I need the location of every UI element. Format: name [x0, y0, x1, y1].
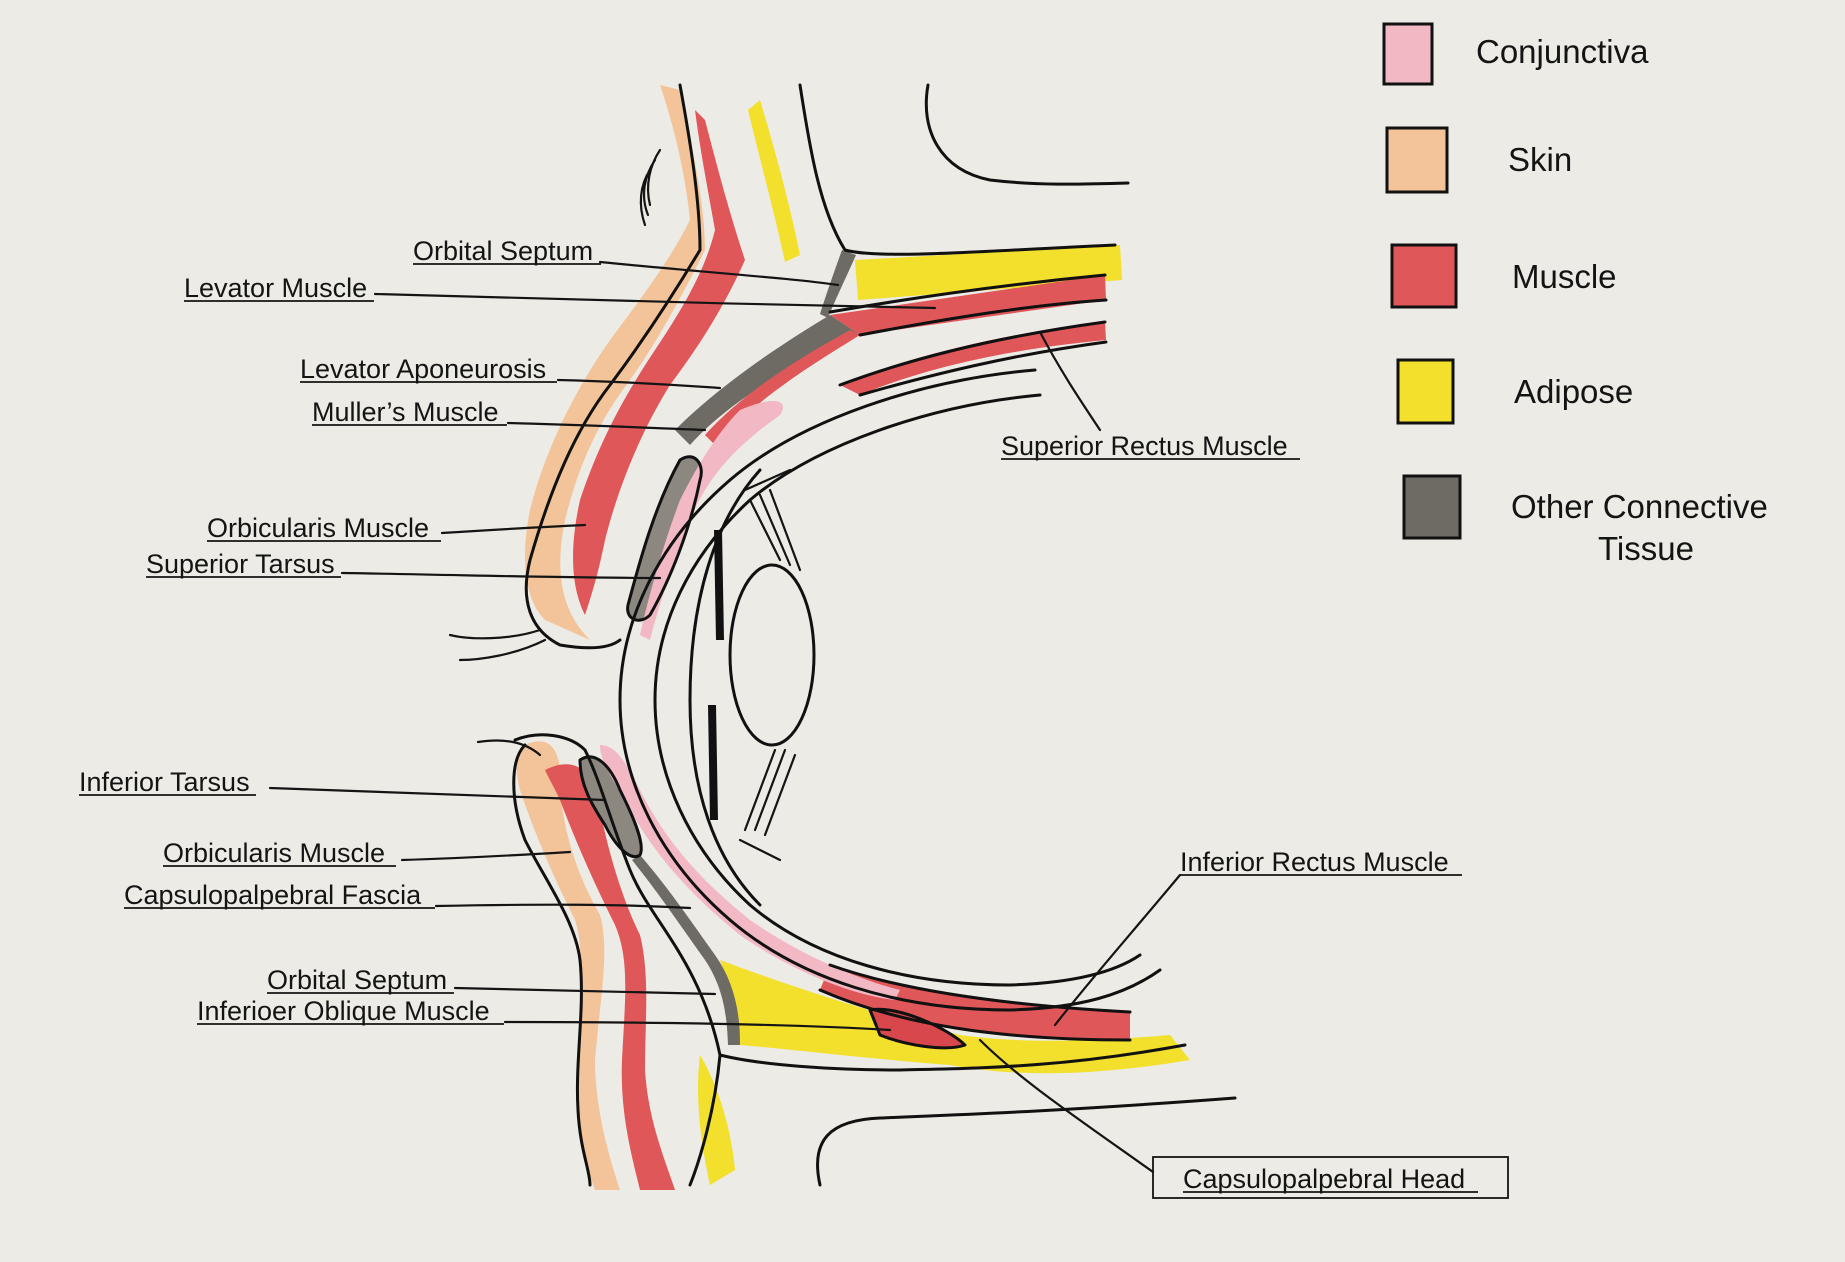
leader-superior-tarsus: [340, 571, 662, 580]
label-inferior-tarsus: Inferior Tarsus: [79, 767, 250, 797]
inferior-oblique-fill: [870, 1009, 965, 1048]
anatomy-labels: Orbital Septum Levator Muscle Levator Ap…: [79, 236, 1509, 1199]
inferior-rectus-fill: [820, 965, 1130, 1040]
legend-swatch-conjunctiva: [1382, 22, 1434, 86]
label-inferior-rectus: Inferior Rectus Muscle: [1180, 847, 1449, 877]
upper-lid-contour: [524, 83, 702, 650]
legend-item-connective: Other Connective Tissue: [1402, 474, 1768, 567]
cornea: [688, 468, 762, 907]
legend-item-skin: Skin: [1385, 126, 1572, 194]
upper-eyelashes: [639, 148, 662, 227]
label-capsulopalpebral-fascia: Capsulopalpebral Fascia: [124, 880, 422, 910]
upper-conjunctiva-fill: [640, 400, 784, 640]
upper-tarsus-outline: [626, 455, 703, 622]
label-levator-muscle: Levator Muscle: [184, 273, 367, 303]
lower-skin: [516, 741, 620, 1190]
label-levator-aponeurosis: Levator Aponeurosis: [300, 354, 546, 384]
inferior-tarsus-outline: [578, 755, 643, 859]
legend-label-connective-line2: Tissue: [1598, 530, 1694, 567]
label-mullers-muscle: Muller’s Muscle: [312, 397, 499, 427]
upper-lid-tissues: [525, 85, 1122, 640]
iris-upper: [714, 530, 724, 640]
upper-orbicularis-fill: [573, 110, 745, 615]
capsulopalpebral-fascia-fill: [632, 855, 740, 1045]
anatomy-outlines: [448, 83, 1237, 1187]
lower-orbital-adipose: [720, 960, 1190, 1074]
superior-rectus-outline: [838, 320, 1108, 397]
leader-orbicularis-upper: [440, 523, 587, 535]
leader-mullers-muscle: [506, 421, 707, 432]
label-orbital-septum-upper: Orbital Septum: [413, 236, 593, 266]
label-orbicularis-upper: Orbicularis Muscle: [207, 513, 429, 543]
legend-item-muscle: Muscle: [1390, 243, 1617, 309]
label-orbicularis-lower: Orbicularis Muscle: [163, 838, 385, 868]
legend-swatch-adipose: [1396, 358, 1455, 425]
leader-levator-muscle: [373, 292, 937, 310]
legend-label-skin: Skin: [1508, 141, 1572, 178]
orbit-rim-upper: [924, 83, 1130, 186]
leader-inferior-tarsus: [268, 786, 607, 802]
leader-orbicularis-lower: [400, 850, 572, 862]
legend: Conjunctiva Skin Muscle Adipose Other Co…: [1382, 22, 1768, 567]
inferior-rectus-outline: [818, 963, 1132, 1042]
label-orbital-septum-lower: Orbital Septum: [267, 965, 447, 995]
inferior-oblique-outline: [868, 1007, 967, 1050]
leader-orbital-septum-lower: [453, 986, 717, 996]
legend-swatch-connective: [1402, 474, 1462, 540]
capsulopalpebral-head-box: [1152, 1156, 1509, 1199]
leader-levator-aponeurosis: [556, 378, 722, 390]
upper-adipose-brow: [748, 100, 800, 262]
label-superior-tarsus: Superior Tarsus: [146, 549, 335, 579]
lower-lid-contour: [513, 733, 722, 1187]
inferior-tarsus-fill: [580, 756, 642, 857]
lower-lid-margin-lines: [476, 739, 542, 757]
legend-label-conjunctiva: Conjunctiva: [1476, 33, 1649, 70]
leader-superior-rectus: [1038, 330, 1102, 432]
legend-label-adipose: Adipose: [1514, 373, 1633, 410]
legend-swatch-skin: [1385, 126, 1449, 194]
lower-adipose-cheek: [698, 1055, 735, 1185]
legend-item-adipose: Adipose: [1396, 358, 1633, 425]
brow-contour: [798, 83, 1117, 256]
leader-capsulopalpebral-fascia: [434, 903, 692, 910]
levator-muscle-fill: [830, 275, 1106, 335]
upper-skin: [525, 85, 705, 640]
upper-orbital-adipose: [855, 245, 1122, 300]
ciliary-body-upper: [743, 468, 802, 572]
legend-label-connective-line1: Other Connective: [1511, 488, 1768, 525]
label-superior-rectus: Superior Rectus Muscle: [1001, 431, 1288, 461]
superior-rectus-fill: [840, 322, 1106, 395]
eye-globe: [618, 368, 1162, 1012]
legend-label-muscle: Muscle: [1512, 258, 1617, 295]
ciliary-body-lower: [738, 748, 797, 862]
lower-lid-outer: [512, 743, 592, 1187]
label-inferior-oblique: Inferioer Oblique Muscle: [197, 996, 490, 1026]
sclera-inner: [653, 393, 1142, 987]
sclera-outer: [618, 368, 1162, 1012]
legend-swatch-muscle: [1390, 243, 1458, 309]
upper-lid-margin-lines: [448, 628, 547, 662]
lens: [728, 563, 816, 747]
orbit-rim-lower: [718, 1043, 1187, 1072]
leader-inferior-rectus: [1053, 873, 1182, 1027]
leader-orbital-septum-upper: [598, 260, 840, 287]
lower-lid-tissues: [516, 741, 1190, 1190]
leader-lines: [268, 260, 1182, 1174]
iris-lower: [708, 705, 718, 820]
levator-aponeurosis-fill: [675, 315, 860, 445]
legend-item-conjunctiva: Conjunctiva: [1382, 22, 1649, 86]
leader-inferior-oblique: [503, 1020, 892, 1032]
label-capsulopalpebral-head: Capsulopalpebral Head: [1183, 1164, 1465, 1194]
leader-capsulopalpebral-head: [978, 1038, 1155, 1174]
lower-orbicularis-fill: [545, 764, 675, 1190]
cheek-contour: [816, 1096, 1237, 1187]
